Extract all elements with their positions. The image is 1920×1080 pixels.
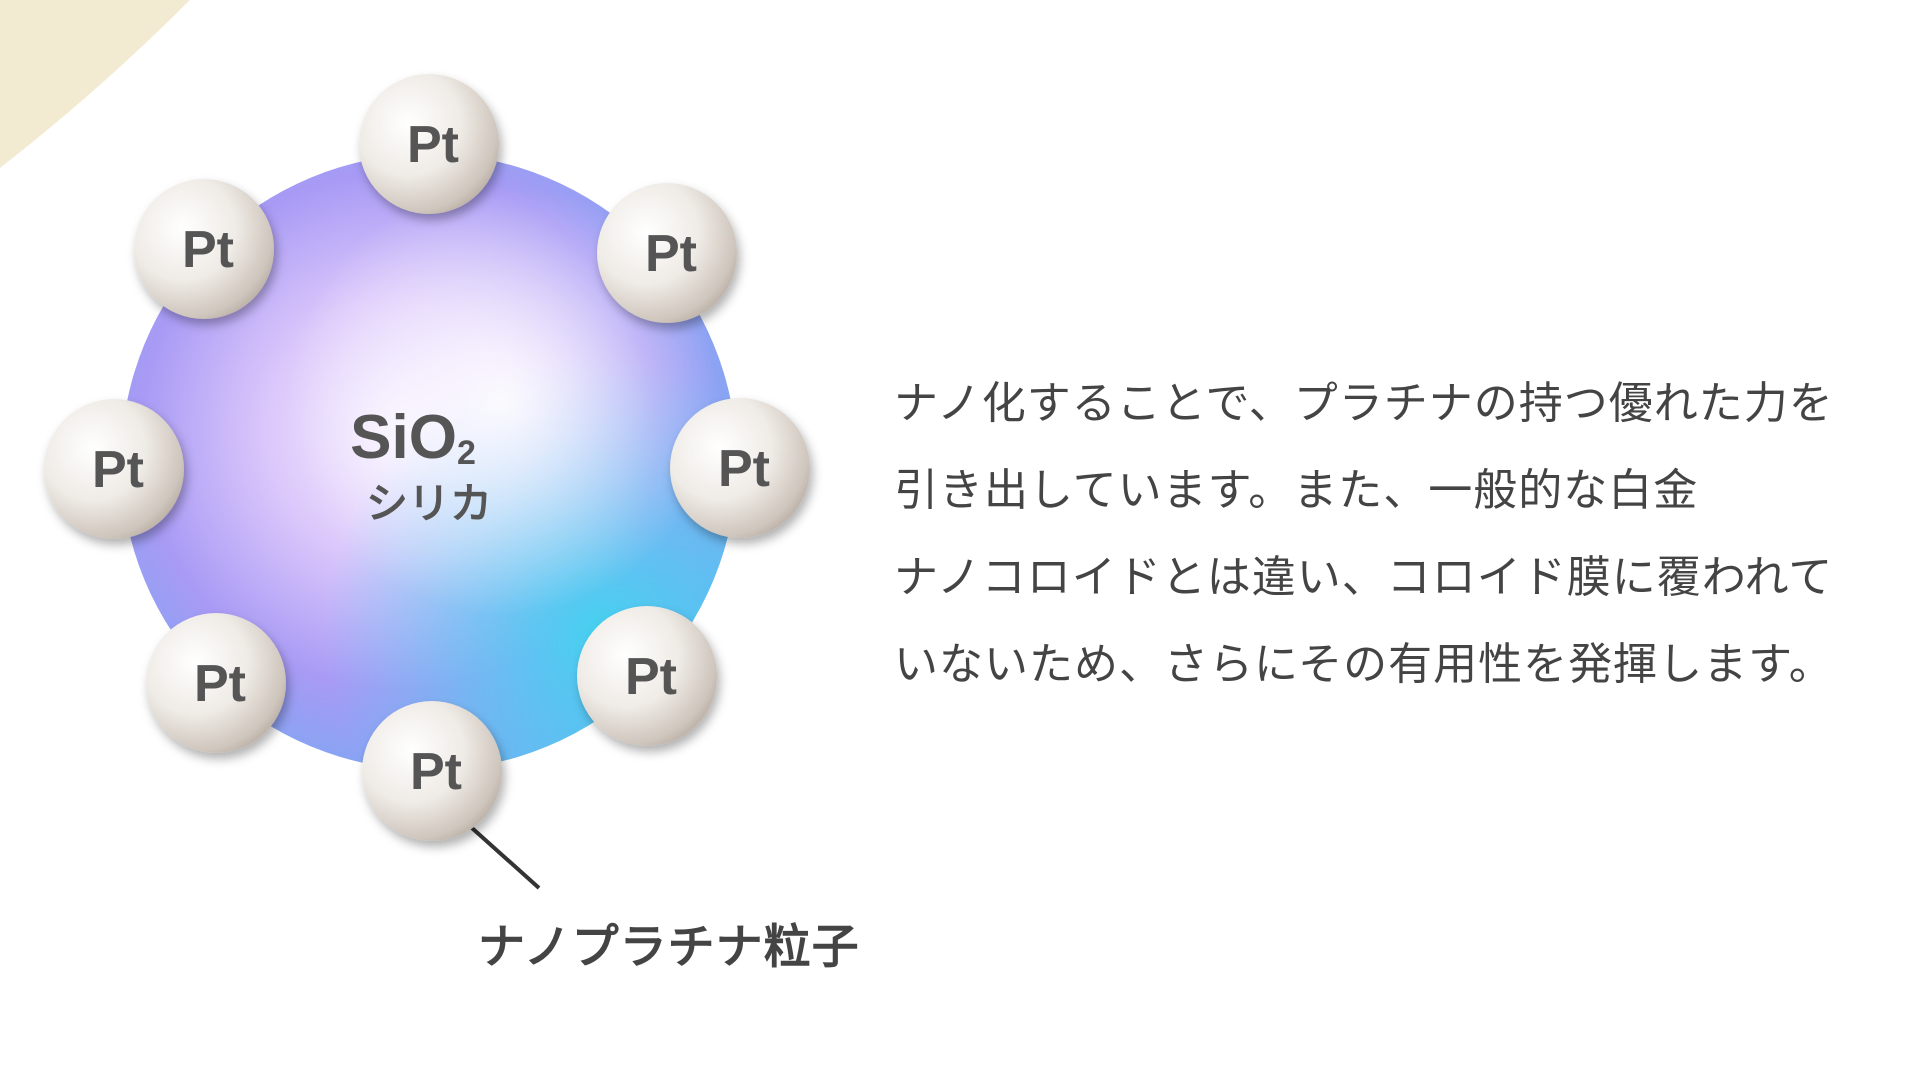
particle-symbol: Pt xyxy=(407,116,459,174)
core-name: シリカ xyxy=(366,479,492,528)
platinum-particle: Pt xyxy=(134,179,274,319)
pearl-sphere xyxy=(146,613,286,753)
particle-symbol: Pt xyxy=(718,440,770,498)
platinum-particle: Pt xyxy=(597,183,737,323)
pearl-sphere xyxy=(44,399,184,539)
description-line: ナノコロイドとは違い、コロイド膜に覆われて xyxy=(894,552,1834,603)
particle-symbol: Pt xyxy=(182,221,234,279)
platinum-particle: Pt xyxy=(359,74,499,214)
particle-symbol: Pt xyxy=(410,743,462,801)
description-line: いないため、さらにその有用性を発揮します。 xyxy=(894,639,1834,690)
particle-symbol: Pt xyxy=(625,648,677,706)
corner-decoration xyxy=(0,0,190,168)
platinum-particle: Pt xyxy=(362,701,502,841)
description-line: ナノ化することで、プラチナの持つ優れた力を xyxy=(894,378,1834,429)
platinum-particle: Pt xyxy=(44,399,184,539)
pearl-sphere xyxy=(134,179,274,319)
pearl-sphere xyxy=(597,183,737,323)
core-formula: SiO2 xyxy=(350,403,476,472)
pearl-sphere xyxy=(577,606,717,746)
pearl-sphere xyxy=(670,398,810,538)
particle-symbol: Pt xyxy=(92,441,144,499)
silica-core: SiO2 シリカ xyxy=(121,154,737,770)
pearl-sphere xyxy=(362,701,502,841)
platinum-particle: Pt xyxy=(577,606,717,746)
particle-label: ナノプラチナ粒子 xyxy=(478,920,860,975)
particle-symbol: Pt xyxy=(645,225,697,283)
platinum-particle: Pt xyxy=(146,613,286,753)
description-paragraph: ナノ化することで、プラチナの持つ優れた力を 引き出しています。また、一般的な白金… xyxy=(894,372,1894,720)
particle-symbol: Pt xyxy=(194,655,246,713)
pearl-sphere xyxy=(359,74,499,214)
description-line: 引き出しています。また、一般的な白金 xyxy=(894,465,1699,516)
platinum-particle: Pt xyxy=(670,398,810,538)
